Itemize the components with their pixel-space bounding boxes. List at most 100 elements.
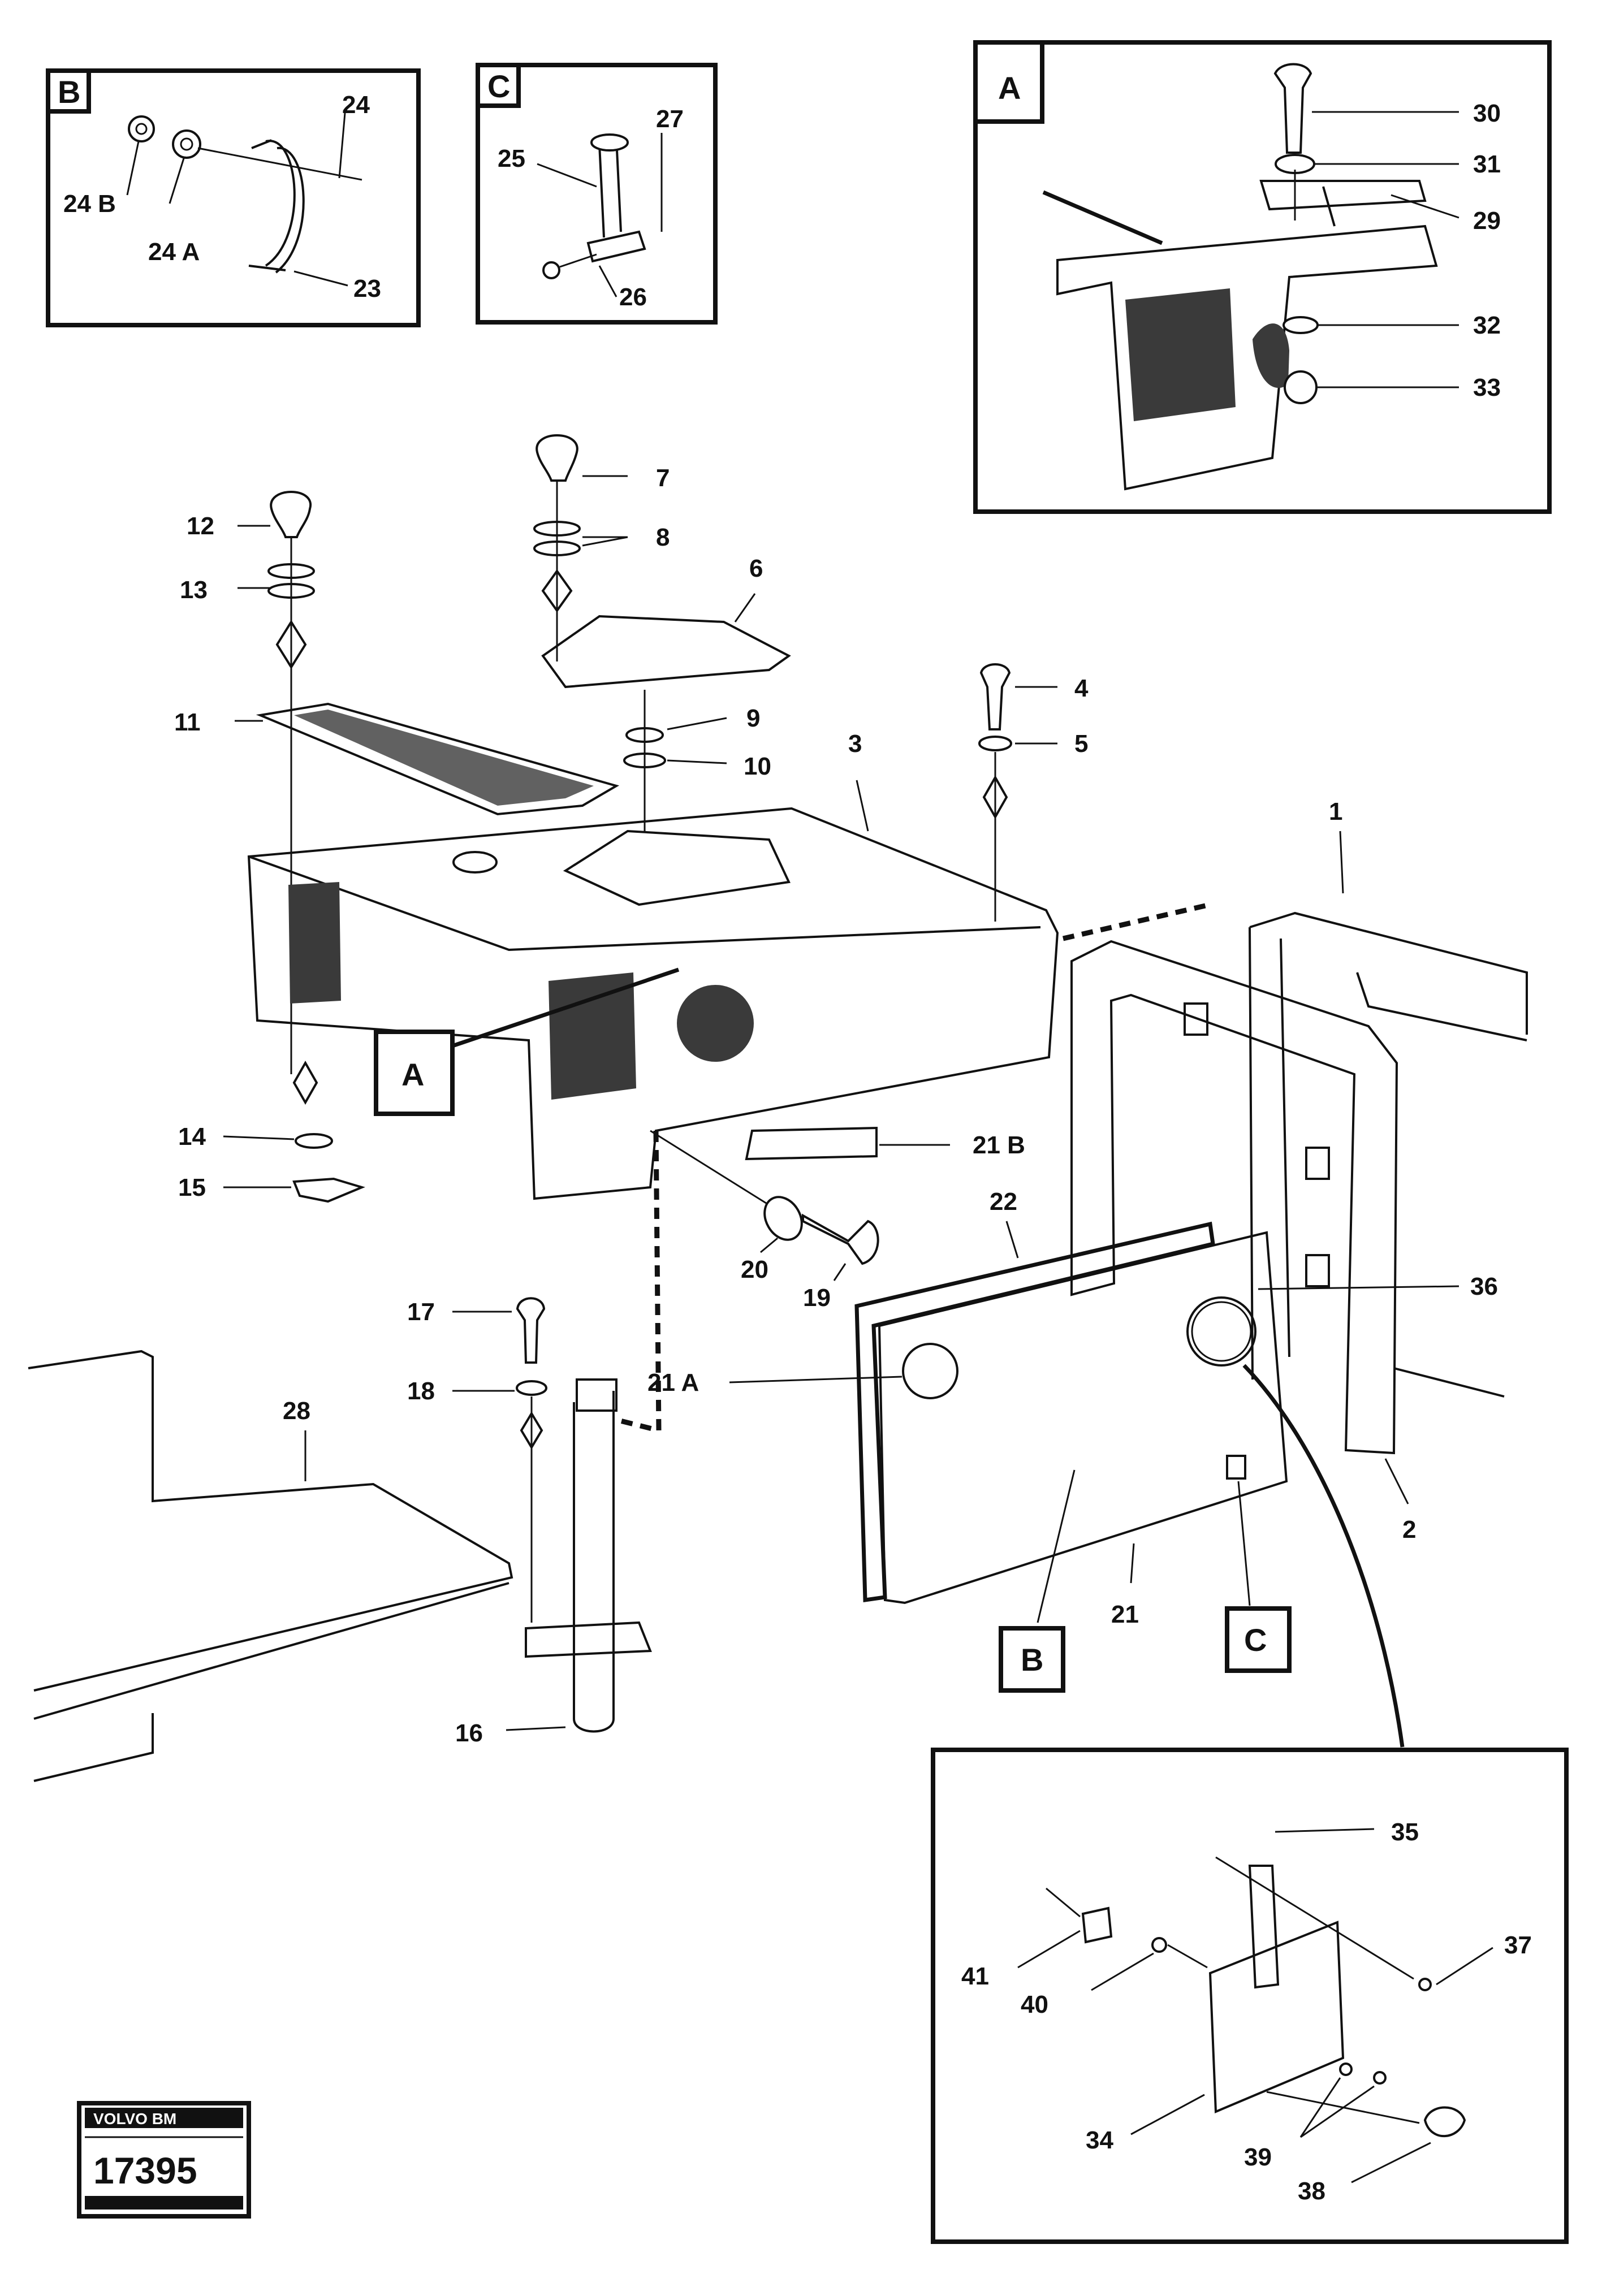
- label-21b: 21 B: [973, 1131, 1025, 1159]
- nut-15: [292, 1177, 365, 1203]
- housing-vent: [677, 985, 754, 1062]
- housing-3: 3 A: [247, 730, 1059, 1200]
- inset-a-letter: A: [998, 70, 1021, 106]
- seal-22: [854, 1221, 1215, 1603]
- dashed-connector-right: [1062, 902, 1211, 941]
- platform-28-edge: [28, 1350, 513, 1692]
- washer-18: [516, 1380, 547, 1396]
- plate-34: [1208, 1921, 1345, 2113]
- lock-hole-36: [1186, 1296, 1256, 1367]
- label-37: 37: [1504, 1931, 1532, 1959]
- label-25: 25: [498, 145, 525, 172]
- label-20: 20: [741, 1256, 768, 1283]
- grille-11: 11: [174, 702, 620, 816]
- frame-1-2: 1 2: [1070, 798, 1528, 1543]
- washer-39a: [1339, 2062, 1353, 2076]
- nut-38: [1423, 2106, 1466, 2138]
- knob-7: [536, 434, 578, 482]
- knob-12: [270, 491, 312, 538]
- label-19: 19: [803, 1284, 831, 1312]
- label-12: 12: [187, 512, 214, 540]
- inset-a: A 30 31 29 32 33: [973, 40, 1552, 514]
- fastener-stack-12-13: 12 13: [180, 491, 315, 1074]
- inset-b-letter: B: [58, 74, 80, 110]
- inset-b-frame: [46, 68, 421, 327]
- frame-2: [1070, 940, 1398, 1455]
- door-21: 21 A 22 36 21 B C: [647, 1188, 1498, 1748]
- label-31: 31: [1473, 150, 1501, 178]
- label-21: 21: [1111, 1601, 1139, 1628]
- label-8: 8: [656, 524, 670, 551]
- label-36: 36: [1470, 1273, 1498, 1300]
- lock-detail-frame: [931, 1748, 1569, 2244]
- stamp-number: 17395: [93, 2150, 197, 2191]
- bracket-29: [1259, 180, 1427, 211]
- label-29: 29: [1473, 207, 1501, 235]
- cover-6-plate: [541, 615, 791, 689]
- panel-grille: [1125, 288, 1236, 421]
- housing-grille-front: [549, 972, 636, 1100]
- label-38: 38: [1298, 2177, 1325, 2205]
- nut-33: [1284, 370, 1318, 404]
- fastener-19-20-21b: 21 B 20 19: [650, 1126, 1025, 1312]
- handle-23: [265, 140, 296, 267]
- grille-11-frame: [256, 702, 620, 816]
- label-22: 22: [990, 1188, 1017, 1216]
- fastener-9-10: 9 10: [623, 690, 771, 831]
- lock-detail-inset: 35 37 41 40 39 38 34: [931, 1748, 1569, 2244]
- volvo-stamp: VOLVO BM 17395: [77, 2101, 251, 2219]
- washer-32: [1282, 316, 1319, 334]
- label-5: 5: [1074, 730, 1088, 758]
- label-28: 28: [283, 1397, 310, 1425]
- label-7: 7: [656, 464, 670, 492]
- housing-3-outline: [247, 807, 1059, 1200]
- callout-b: [999, 1626, 1065, 1693]
- label-41: 41: [961, 1962, 989, 1990]
- label-2: 2: [1402, 1516, 1416, 1543]
- label-18: 18: [407, 1377, 435, 1405]
- callout-a-letter: A: [401, 1057, 424, 1092]
- label-32: 32: [1473, 312, 1501, 339]
- inset-c-tag: [476, 63, 521, 108]
- washer-24a: [172, 129, 201, 159]
- inset-b: B 24 24 B 24 A 23: [46, 68, 421, 327]
- dashed-connector-left: [612, 1130, 662, 1434]
- fastener-14-15: 14 15: [178, 1060, 365, 1203]
- label-23: 23: [353, 275, 381, 302]
- fastener-4-5: 4 5: [978, 663, 1089, 922]
- nut-24b: [128, 115, 155, 142]
- bolt-4: [979, 663, 1011, 730]
- label-30: 30: [1473, 100, 1501, 127]
- label-3: 3: [848, 730, 862, 758]
- housing-grille-left: [288, 882, 341, 1004]
- fastener-stack-7-8: 7 8: [533, 434, 670, 661]
- callout-c-letter: C: [1244, 1622, 1267, 1658]
- pin-37: [1418, 1978, 1432, 1991]
- label-34: 34: [1086, 2126, 1113, 2154]
- latch-base: [586, 230, 646, 263]
- label-24b: 24 B: [63, 190, 116, 218]
- label-10: 10: [744, 753, 771, 780]
- bushing-41: [1081, 1906, 1113, 1944]
- panel-section: [1056, 224, 1438, 491]
- label-13: 13: [180, 576, 208, 604]
- latch-25: [598, 138, 622, 238]
- callout-c: [1225, 1606, 1292, 1673]
- label-14: 14: [178, 1123, 206, 1151]
- washer-20: [763, 1196, 803, 1241]
- label-17: 17: [407, 1298, 435, 1326]
- label-24a: 24 A: [148, 238, 200, 266]
- post-16-tube: [573, 1391, 615, 1719]
- bolt-30: [1273, 63, 1312, 154]
- label-33: 33: [1473, 374, 1501, 401]
- post-16: 17 18 16: [407, 1297, 652, 1747]
- label-35: 35: [1391, 1818, 1419, 1846]
- label-26: 26: [619, 283, 647, 311]
- label-16: 16: [455, 1719, 483, 1747]
- bolt-17: [516, 1297, 546, 1364]
- door-21-panel: [878, 1231, 1288, 1605]
- inset-c: C 27 25 26: [476, 63, 718, 325]
- washer-39b: [1373, 2071, 1387, 2085]
- callout-b-letter: B: [1021, 1642, 1043, 1677]
